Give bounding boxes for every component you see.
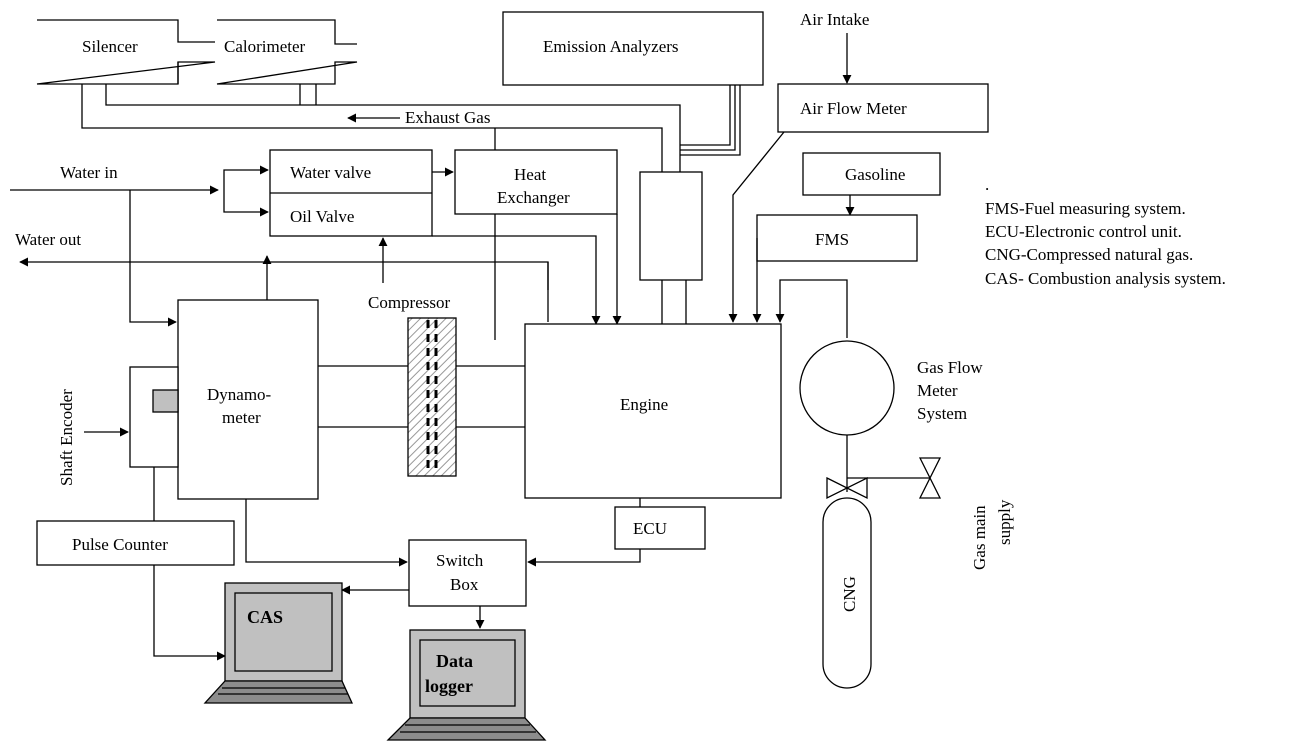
dynamometer-label-2: meter xyxy=(222,408,261,427)
oil-valve-label: Oil Valve xyxy=(290,207,354,226)
legend-fms: FMS-Fuel measuring system. xyxy=(985,199,1186,218)
silencer-label: Silencer xyxy=(82,37,138,56)
exhaust-sampling-block xyxy=(639,171,703,281)
switch-box xyxy=(408,539,527,607)
engine-label: Engine xyxy=(620,395,668,414)
counter-to-cas-line xyxy=(153,565,226,661)
ecu-to-switch-line xyxy=(527,549,641,567)
shaft-encoder-label: Shaft Encoder xyxy=(57,389,76,486)
shaft-encoder-disc xyxy=(152,389,179,413)
cng-label: CNG xyxy=(840,576,859,612)
gas-flow-meter-circle xyxy=(799,340,895,436)
data-logger-laptop-icon xyxy=(386,629,547,741)
dynamometer-to-switch-line xyxy=(245,499,408,567)
data-logger-label-2: logger xyxy=(425,676,473,696)
gas-main-supply-label-1: Gas main xyxy=(970,505,989,570)
gasoline-box xyxy=(802,152,941,196)
pulse-counter-box xyxy=(36,520,235,566)
shaft-encoder-box xyxy=(129,366,179,468)
air-flow-meter-label: Air Flow Meter xyxy=(800,99,907,118)
emission-analyzers-label: Emission Analyzers xyxy=(543,37,679,56)
emission-sample-lines xyxy=(680,85,741,156)
legend-ecu: ECU-Electronic control unit. xyxy=(985,222,1182,241)
gas-to-engine-line xyxy=(775,279,848,338)
data-logger-label-1: Data xyxy=(436,651,473,671)
heat-exchanger-box xyxy=(454,149,618,215)
drive-shaft xyxy=(318,365,525,428)
water-in-label: Water in xyxy=(60,163,118,182)
air-flow-meter-box xyxy=(777,83,989,133)
engine-box xyxy=(524,323,782,499)
cng-cylinder xyxy=(822,497,872,689)
air-to-engine-line xyxy=(728,131,785,323)
air-intake-label: Air Intake xyxy=(800,10,869,29)
calorimeter-box xyxy=(216,19,358,85)
switch-box-label-2: Box xyxy=(450,575,479,594)
water-in-lines xyxy=(10,165,269,327)
fms-label: FMS xyxy=(815,230,849,249)
dynamometer-label-1: Dynamo- xyxy=(207,385,272,404)
emission-analyzers-box xyxy=(502,11,764,86)
legend-cas: CAS- Combustion analysis system. xyxy=(985,269,1226,288)
exhaust-pipes xyxy=(81,84,681,340)
ecu-box xyxy=(614,506,706,550)
ecu-label: ECU xyxy=(633,519,667,538)
oil-to-engine-line xyxy=(432,235,601,325)
legend-cng: CNG-Compressed natural gas. xyxy=(985,245,1193,264)
exhaust-gas-label: Exhaust Gas xyxy=(405,108,490,127)
water-valve-label: Water valve xyxy=(290,163,371,182)
calorimeter-label: Calorimeter xyxy=(224,37,306,56)
gas-flow-meter-label-2: Meter xyxy=(917,381,958,400)
heat-exchanger-label-2: Exchanger xyxy=(497,188,570,207)
silencer-box xyxy=(36,19,216,85)
switch-box-label-1: Switch xyxy=(436,551,484,570)
gas-main-supply-label-2: supply xyxy=(995,499,1014,545)
compressor-label: Compressor xyxy=(368,293,451,312)
pulse-counter-label: Pulse Counter xyxy=(72,535,168,554)
fms-box xyxy=(756,214,918,262)
gas-main-valve-icon xyxy=(918,457,942,499)
sampling-pipes xyxy=(661,280,687,325)
heat-exchanger-label-1: Heat xyxy=(514,165,546,184)
gas-flow-meter-label-1: Gas Flow xyxy=(917,358,983,377)
cas-laptop-icon xyxy=(203,582,354,704)
gasoline-label: Gasoline xyxy=(845,165,905,184)
coupling xyxy=(407,317,457,477)
legend-dot: . xyxy=(985,175,989,194)
water-out-label: Water out xyxy=(15,230,81,249)
cas-label: CAS xyxy=(247,607,283,627)
gas-flow-meter-label-3: System xyxy=(917,404,967,423)
